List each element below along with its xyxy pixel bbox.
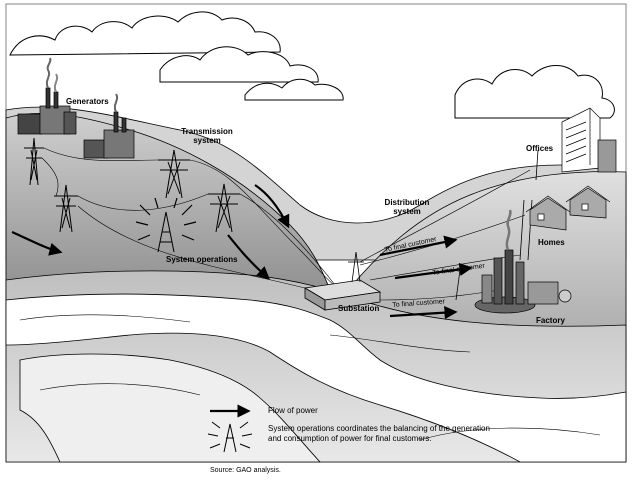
generator-plant-1	[17, 57, 77, 135]
label-substation: Substation	[338, 304, 380, 313]
generator-plant-2	[83, 93, 135, 159]
clouds	[9, 11, 615, 119]
legend-flow-text: Flow of power	[268, 406, 318, 415]
label-factory: Factory	[536, 316, 565, 325]
factory	[474, 209, 572, 314]
source-note: Source: GAO analysis.	[210, 467, 281, 474]
flow-arrow	[394, 262, 473, 280]
legend-system-operations-icon	[207, 421, 253, 453]
flow-arrows	[11, 184, 473, 320]
homes	[525, 185, 611, 231]
label-homes: Homes	[538, 238, 565, 247]
office-buildings	[561, 107, 617, 173]
transmission-lines	[41, 147, 346, 293]
transmission-towers	[24, 137, 240, 233]
system-operations-tower	[135, 197, 197, 253]
flow-arrow	[227, 234, 270, 280]
legend-sysops-text: System operations coordinates the balanc…	[268, 424, 490, 443]
legend	[207, 404, 253, 453]
flow-arrow	[389, 306, 458, 320]
substation	[303, 251, 382, 311]
label-system-operations: System operations	[166, 255, 238, 264]
flow-arrow	[11, 230, 63, 256]
label-distribution-system: Distribution system	[384, 198, 430, 216]
flow-arrow	[379, 235, 458, 257]
terrain-lines	[19, 314, 601, 441]
label-offices: Offices	[526, 144, 554, 153]
label-generators: Generators	[66, 97, 109, 106]
flow-arrow	[254, 184, 290, 229]
label-transmission-system: Transmission system	[181, 127, 233, 145]
